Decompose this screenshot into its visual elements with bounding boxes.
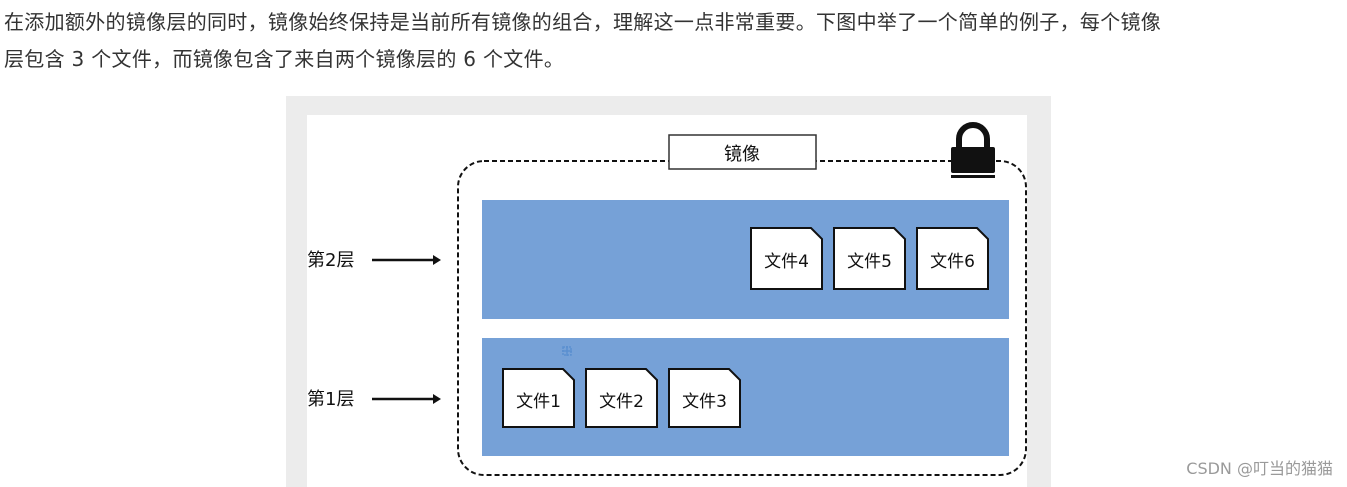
file-label-6: 文件6 — [930, 252, 975, 272]
file-icon-5: 文件5 — [833, 227, 906, 290]
file-icon-6: 文件6 — [916, 227, 989, 290]
file-label-2: 文件2 — [599, 392, 644, 412]
image-title-box — [668, 134, 817, 170]
watermark: CSDN @叮当的猫猫 — [1186, 459, 1333, 478]
file-label-5: 文件5 — [847, 252, 892, 272]
file-icon-4: 文件4 — [750, 227, 823, 290]
layer-2-arrow — [372, 255, 441, 265]
move-cursor-icon — [562, 346, 572, 356]
layer-1-label: 第1层 — [307, 389, 354, 410]
diagram-figure: 镜像 第2层 第1层 — [286, 96, 1051, 487]
image-title-label: 镜像 — [724, 144, 760, 165]
lock-icon — [951, 122, 995, 178]
file-label-4: 文件4 — [764, 252, 809, 272]
paragraph-line-2: 层包含 3 个文件，而镜像包含了来自两个镜像层的 6 个文件。 — [4, 47, 565, 71]
paragraph-line-1: 在添加额外的镜像层的同时，镜像始终保持是当前所有镜像的组合，理解这一点非常重要。… — [4, 10, 1162, 34]
layer-1-arrow — [372, 394, 441, 404]
image-layers-diagram: 镜像 第2层 第1层 — [307, 122, 1027, 476]
file-label-1: 文件1 — [516, 392, 561, 412]
file-icon-3: 文件3 — [668, 368, 741, 428]
diagram-canvas: 镜像 第2层 第1层 — [307, 115, 1027, 487]
file-icon-1: 文件1 — [502, 368, 575, 428]
file-label-3: 文件3 — [682, 392, 727, 412]
file-icon-2: 文件2 — [585, 368, 658, 428]
layer-2-label: 第2层 — [307, 250, 354, 271]
intro-paragraph: 在添加额外的镜像层的同时，镜像始终保持是当前所有镜像的组合，理解这一点非常重要。… — [4, 4, 1324, 78]
